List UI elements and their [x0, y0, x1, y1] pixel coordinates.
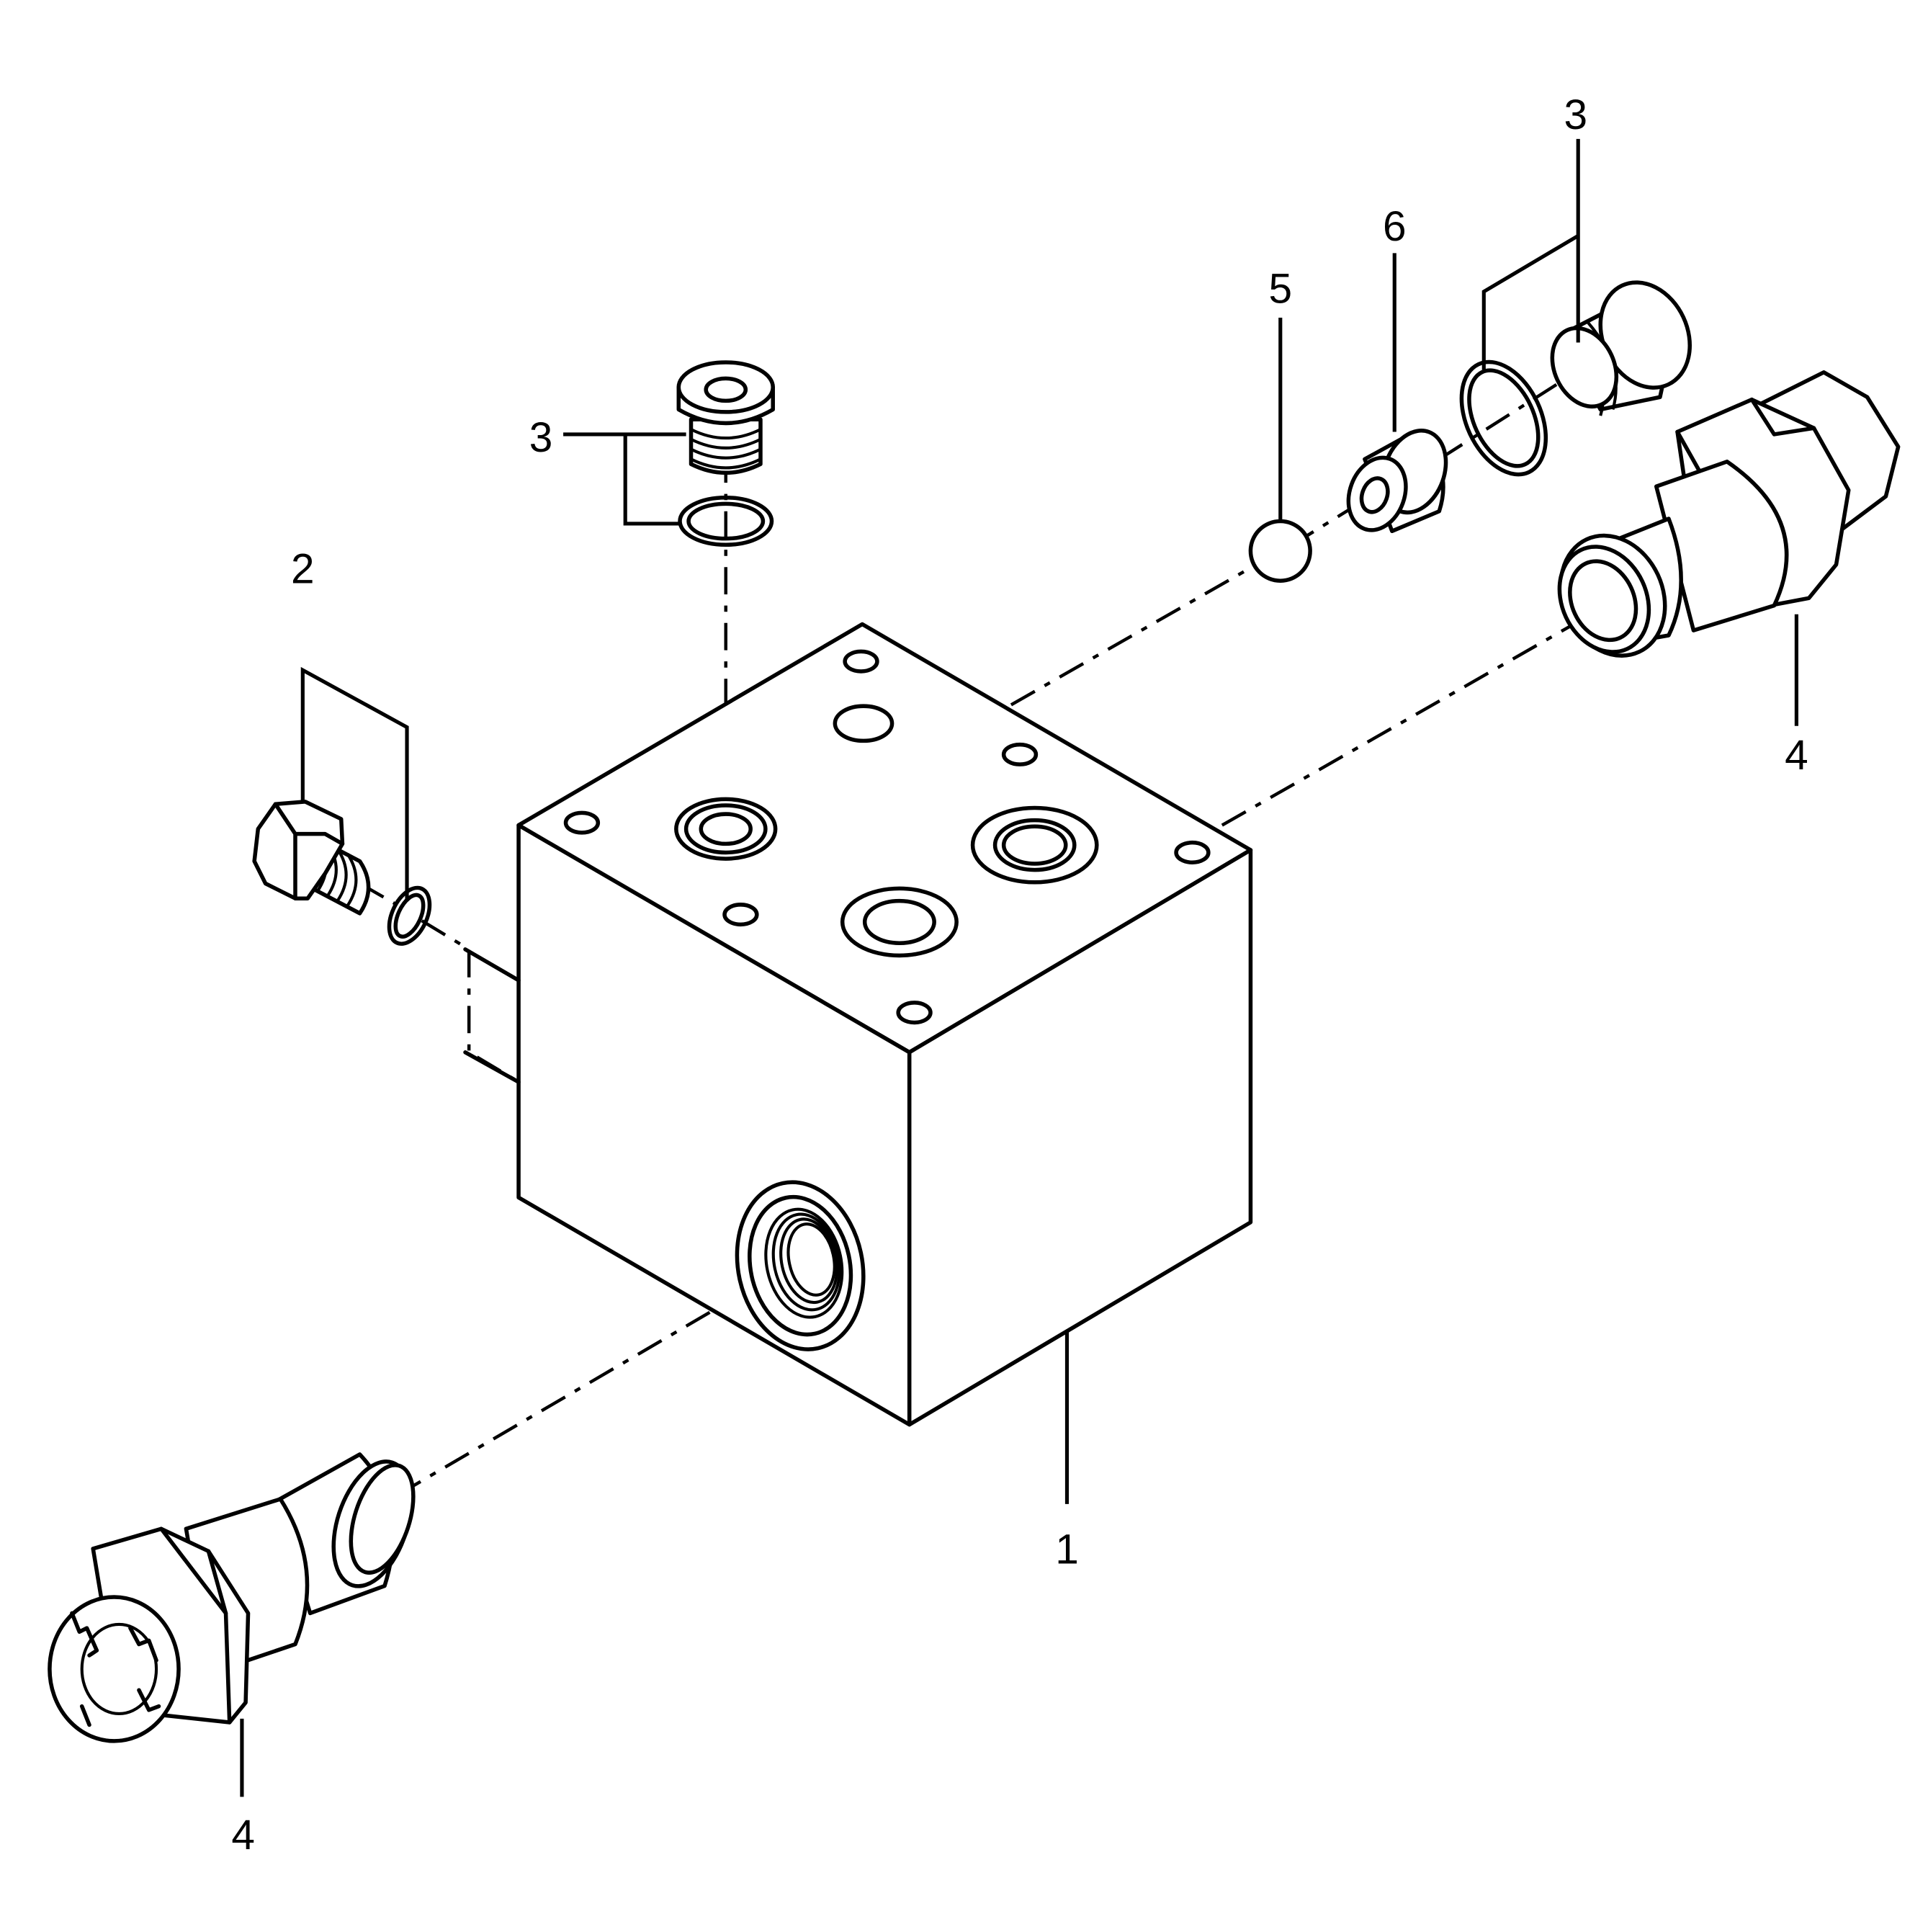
mount-hole — [843, 649, 879, 674]
left-cartridge-valve — [48, 1452, 416, 1743]
callout-5: 5 — [1268, 265, 1292, 312]
mount-hole — [896, 1001, 933, 1025]
thread-line — [690, 437, 761, 450]
callout-4-right: 4 — [1785, 732, 1808, 779]
top-o-ring-outer — [678, 496, 774, 547]
left-o-ring-outer — [387, 885, 432, 946]
top-port-bore — [699, 812, 753, 846]
hidden-port-edge — [463, 1050, 521, 1084]
right-plug-front — [1550, 326, 1619, 409]
thread-line — [690, 457, 761, 470]
seat-bore — [1359, 476, 1390, 514]
thread-ring — [779, 1217, 839, 1305]
centerline-right-valve — [1221, 600, 1614, 827]
centerline-ball — [1010, 550, 1279, 707]
right-cartridge-valve — [1557, 370, 1901, 658]
callout-3-right: 3 — [1564, 91, 1587, 138]
large-port-bore — [1001, 824, 1068, 866]
mount-hole — [722, 903, 759, 927]
cap-slots — [70, 1611, 161, 1727]
thread-line — [690, 447, 761, 460]
mount-hole — [563, 810, 601, 835]
callout-4-left: 4 — [231, 1812, 255, 1859]
callout-6: 6 — [1383, 203, 1407, 250]
callout-2: 2 — [291, 546, 315, 593]
left-plug-hex-head — [252, 800, 345, 900]
thread-ring — [764, 1207, 844, 1319]
lower-port-bore — [862, 898, 936, 945]
hidden-port-edge — [463, 947, 521, 983]
large-port-outer — [970, 805, 1099, 885]
block-right-face — [907, 848, 1253, 1427]
mount-hole — [1174, 840, 1211, 864]
left-valve-cap — [48, 1595, 181, 1743]
top-plug-head — [676, 360, 775, 414]
seat-front — [1346, 455, 1408, 532]
leader-2 — [300, 666, 409, 901]
lower-port-outer — [840, 886, 959, 958]
top-plug-assembly — [676, 360, 775, 547]
manifold-block — [463, 622, 1253, 1427]
side-threaded-port — [735, 1180, 866, 1351]
leader-3-top-oring — [623, 434, 681, 526]
side-port-spotface — [748, 1194, 853, 1337]
right-valve-bore — [1568, 559, 1638, 643]
right-o-ring-outer — [1459, 359, 1548, 477]
top-plug-socket — [704, 376, 748, 403]
ball-seat — [1346, 429, 1448, 534]
callout-3-top: 3 — [529, 414, 553, 461]
side-port-outer — [735, 1180, 866, 1351]
right-o-ring-inner — [1467, 368, 1541, 468]
left-plug-assembly — [252, 800, 432, 946]
leader-3-right-oring — [1481, 234, 1579, 370]
top-port-outer — [674, 797, 778, 861]
left-o-ring-inner — [393, 893, 426, 939]
top-face-holes — [563, 649, 1211, 1025]
thread-line — [336, 848, 348, 902]
left-valve-nose — [349, 1463, 416, 1575]
cap-inner — [80, 1622, 158, 1716]
thread-line — [690, 428, 761, 440]
large-port-counterbore — [992, 818, 1077, 872]
hex-edge — [1749, 397, 1816, 437]
top-o-ring-inner — [686, 501, 766, 541]
top-plug-shank — [689, 417, 763, 475]
hex-edge — [206, 1549, 228, 1616]
top-port-counterbore — [683, 803, 768, 855]
thread-ring — [771, 1212, 841, 1312]
right-valve-body — [1654, 460, 1789, 632]
leader-lines — [240, 138, 1798, 1797]
port-hole — [833, 704, 894, 743]
thread-line — [346, 853, 358, 907]
right-plug-assembly — [1459, 280, 1692, 477]
mount-hole — [1001, 742, 1039, 766]
hex-edge — [293, 831, 345, 846]
callout-1: 1 — [1055, 1526, 1079, 1573]
check-ball — [1248, 519, 1312, 583]
callout-labels: 1 2 3 3 4 4 5 6 — [231, 91, 1808, 1859]
thread-ring — [786, 1222, 836, 1297]
